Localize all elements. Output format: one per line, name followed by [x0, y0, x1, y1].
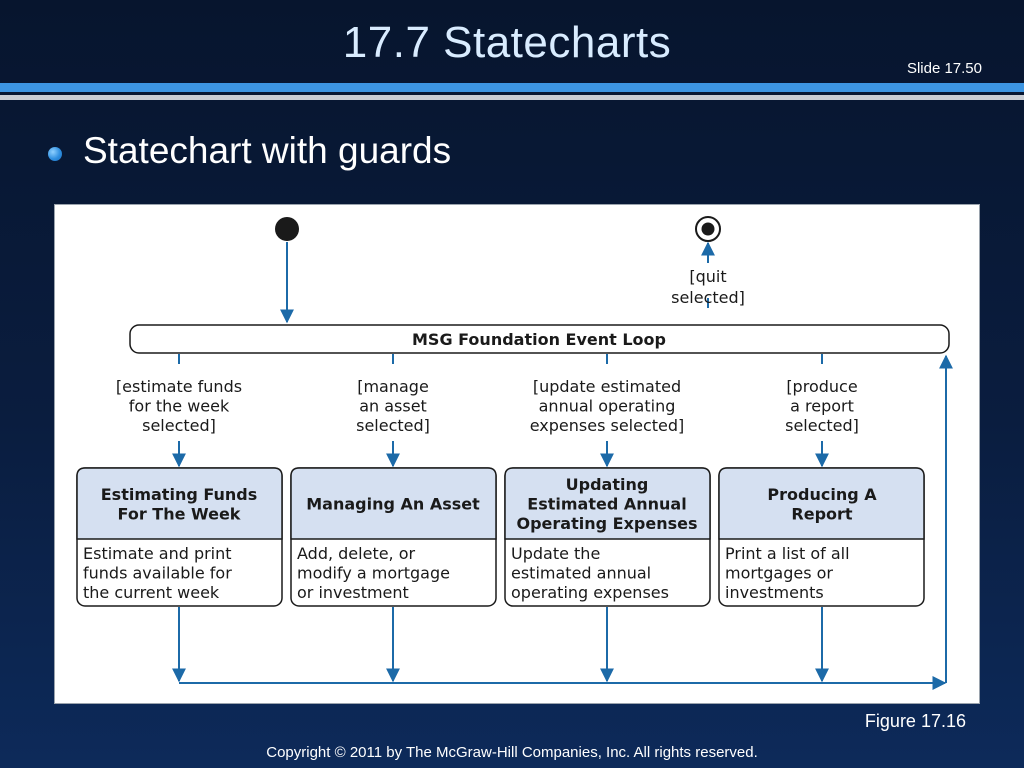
state-3-activity-line-2: estimated annual	[511, 564, 651, 583]
guard-3-line-2: annual operating	[539, 397, 676, 416]
slide-number: Slide 17.50	[906, 60, 982, 77]
state-2-activity-line-3: or investment	[297, 583, 409, 602]
guard-3-line-3: expenses selected]	[530, 416, 685, 435]
guard-1-line-3: selected]	[142, 416, 216, 435]
guard-2-line-3: selected]	[356, 416, 430, 435]
state-header-2	[290, 467, 497, 540]
bullet-text: Statechart with guards	[83, 130, 452, 171]
slide-title: 17.7 Statecharts	[342, 18, 672, 67]
guard-4-line-2: a report	[790, 397, 854, 416]
guard-1-line-2: for the week	[129, 397, 230, 416]
statechart-diagram: [quit selected] MSG Foundation Event Loo…	[54, 204, 980, 704]
guard-2-line-1: [manage	[357, 377, 429, 396]
state-3-title-line-3: Operating Expenses	[517, 514, 698, 533]
state-1-activity-line-3: the current week	[83, 583, 220, 602]
bullet-icon	[48, 147, 62, 161]
figure-label: Figure 17.16	[864, 711, 966, 731]
state-4-activity-line-2: mortgages or	[725, 564, 833, 583]
event-loop-label: MSG Foundation Event Loop	[412, 330, 666, 349]
guard-4-line-3: selected]	[785, 416, 859, 435]
state-1-title-line-2: For The Week	[118, 504, 241, 523]
initial-state-icon	[275, 217, 299, 241]
event-loop-state	[129, 324, 950, 354]
quit-guard-line-1: [quit	[689, 267, 726, 286]
state-2-activity-line-1: Add, delete, or	[297, 544, 416, 563]
state-4-title-line-1: Producing A	[767, 485, 877, 504]
state-header-4	[718, 467, 925, 540]
state-4-title-line-2: Report	[791, 504, 853, 523]
guard-3-line-1: [update estimated	[533, 377, 681, 396]
copyright-footer: Copyright © 2011 by The McGraw-Hill Comp…	[266, 744, 758, 761]
guard-4-line-1: [produce	[786, 377, 857, 396]
state-3-activity-line-3: operating expenses	[511, 583, 669, 602]
state-3-activity-line-1: Update the	[511, 544, 600, 563]
header-divider-blue	[0, 83, 1024, 92]
state-1-activity-line-2: funds available for	[83, 564, 232, 583]
header-divider-gray	[0, 95, 1024, 100]
state-header-1	[76, 467, 283, 540]
state-header-3	[504, 467, 711, 540]
state-3-title-line-1: Updating	[566, 475, 649, 494]
quit-guard-line-2: selected]	[671, 288, 745, 307]
state-3-title-line-2: Estimated Annual	[527, 495, 686, 514]
guard-1-line-1: [estimate funds	[116, 377, 242, 396]
statechart-svg: [quit selected] MSG Foundation Event Loo…	[76, 216, 953, 690]
state-4-activity-line-1: Print a list of all	[725, 544, 850, 563]
guard-2-line-2: an asset	[359, 397, 427, 416]
final-state-dot	[701, 222, 715, 236]
state-4-activity-line-3: investments	[725, 583, 824, 602]
state-1-title-line-1: Estimating Funds	[101, 485, 258, 504]
state-1-activity-line-1: Estimate and print	[83, 544, 232, 563]
state-2-activity-line-2: modify a mortgage	[297, 564, 450, 583]
state-2-title-line-1: Managing An Asset	[306, 495, 480, 514]
